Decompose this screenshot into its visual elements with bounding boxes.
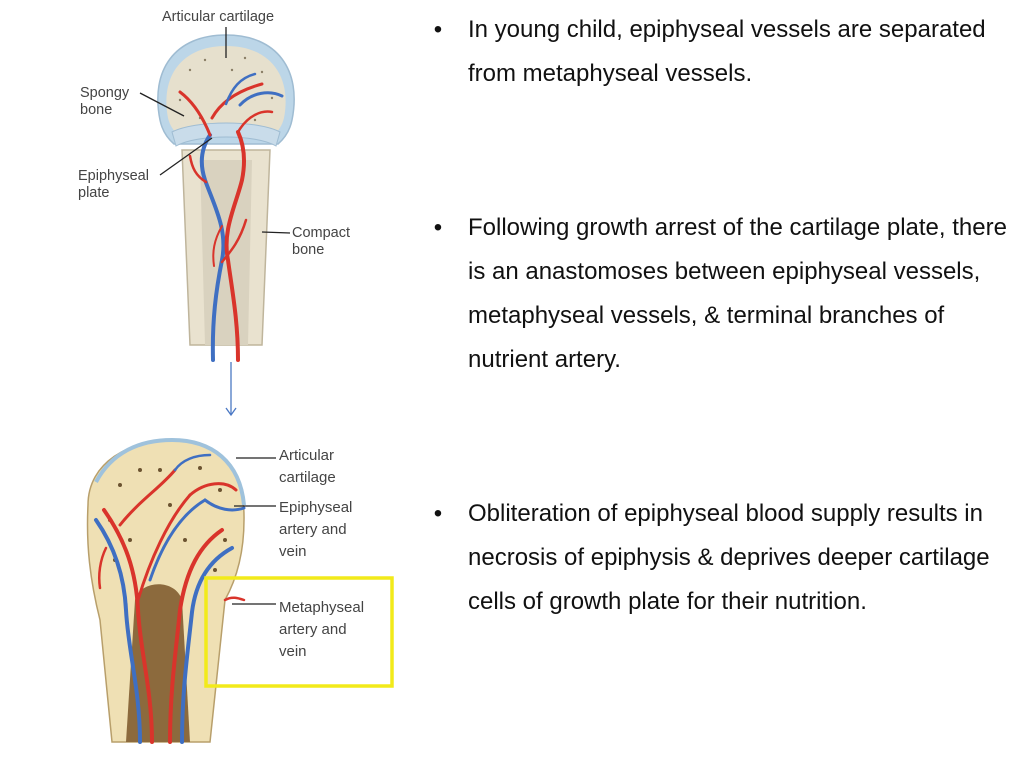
- label-articular-cartilage-bottom-1: Articular: [279, 447, 334, 464]
- label-epiphyseal-vessels-3: vein: [279, 543, 307, 560]
- bullet-symbol: •: [433, 214, 443, 241]
- bullet-text: Obliteration of epiphyseal blood supply …: [468, 500, 990, 615]
- bullet-item: • In young child, epiphyseal vessels are…: [428, 8, 1018, 96]
- label-metaphyseal-vessels-3: vein: [279, 643, 307, 660]
- young-bone-vessels: [178, 72, 284, 362]
- down-arrow-icon: [225, 362, 237, 417]
- bullet-symbol: •: [433, 500, 443, 527]
- mature-bone-illustration: [86, 437, 394, 744]
- label-spongy-bone-1: Spongy: [80, 85, 130, 101]
- label-metaphyseal-vessels-1: Metaphyseal: [279, 599, 364, 616]
- mature-bone-vessels: [94, 453, 246, 744]
- label-epiphyseal-vessels-2: artery and: [279, 521, 347, 538]
- metaphyseal-highlight-box: [204, 576, 394, 688]
- label-epiphyseal-plate-2: plate: [78, 185, 109, 201]
- articular-cartilage-mature: [94, 437, 246, 506]
- bullet-symbol: •: [433, 16, 443, 43]
- label-compact-bone-2: bone: [292, 242, 324, 258]
- label-metaphyseal-vessels-2: artery and: [279, 621, 347, 638]
- bullet-item: • Obliteration of epiphyseal blood suppl…: [428, 492, 1018, 624]
- bone-diagram: Articular cartilage Spongy bone Epiphyse…: [0, 0, 420, 768]
- label-epiphyseal-vessels-1: Epiphyseal: [279, 499, 352, 516]
- label-spongy-bone-2: bone: [80, 102, 112, 118]
- label-epiphyseal-plate-1: Epiphyseal: [78, 168, 149, 184]
- bullet-text: In young child, epiphyseal vessels are s…: [468, 16, 986, 87]
- bullet-text: Following growth arrest of the cartilage…: [468, 214, 1007, 373]
- marrow-cavity: [126, 584, 190, 742]
- young-bone-illustration: [139, 27, 295, 362]
- bullet-item: • Following growth arrest of the cartila…: [428, 206, 1018, 382]
- label-compact-bone-1: Compact: [292, 225, 350, 241]
- spongy-bone: [166, 46, 286, 136]
- label-articular-cartilage-bottom-2: cartilage: [279, 469, 336, 486]
- label-articular-cartilage-top: Articular cartilage: [162, 9, 274, 25]
